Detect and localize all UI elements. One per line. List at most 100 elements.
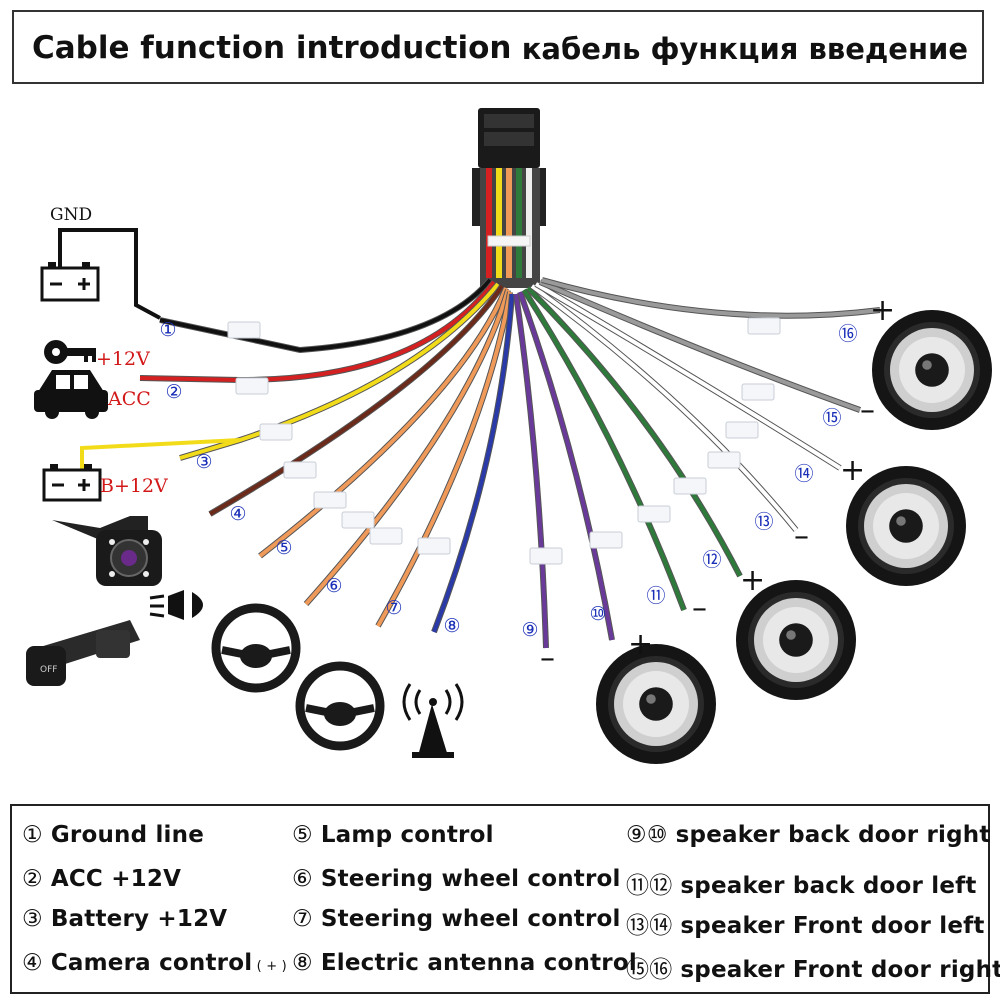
- wire-13: [530, 284, 798, 532]
- legend-item-col3-1: ⑨⑩ speaker back door right: [626, 822, 991, 848]
- car-icon: [34, 370, 108, 419]
- wire-number-16: ⑯: [838, 323, 857, 345]
- key-icon: [44, 340, 96, 364]
- camera-icon: [52, 516, 162, 586]
- wire-tag-10: [589, 531, 623, 549]
- speaker-icon-1: [872, 310, 992, 430]
- legend-text: speaker back door right: [675, 822, 991, 848]
- title-russian: кабель функция введение: [521, 32, 968, 66]
- speaker-icon-4: [596, 644, 716, 764]
- sign-plus-16: +: [870, 293, 895, 328]
- legend-item-col2-1: ⑤ Lamp control: [292, 822, 494, 848]
- legend-text: Ground line: [50, 822, 205, 848]
- sign-minus-9: –: [540, 641, 555, 676]
- wire-number-11: ⑪: [646, 585, 665, 607]
- title-english: Cable function introduction: [32, 30, 512, 66]
- acc-label: ACC: [107, 388, 151, 410]
- lamp-stalk-icon: OFF: [26, 620, 140, 686]
- wire-number-2: ②: [165, 381, 182, 403]
- steering-wheel-icon-2: [295, 661, 385, 751]
- wire-1: [159, 278, 492, 353]
- legend-number: ⑤: [292, 822, 313, 848]
- acc-voltage-label: +12V: [96, 348, 150, 370]
- steering-wheel-icon-1: [211, 603, 301, 693]
- legend-number: ⑬⑭: [626, 913, 673, 939]
- legend-text: Steering wheel control: [320, 866, 621, 892]
- antenna-icon: [402, 683, 464, 758]
- wire-number-15: ⑮: [822, 407, 841, 429]
- wire-number-10: ⑩: [589, 603, 606, 625]
- wire-10: [518, 291, 614, 641]
- wire-5: [258, 287, 508, 558]
- wire-tag-11: [637, 505, 671, 523]
- wire-9: [514, 293, 548, 649]
- wire-tag-7: [369, 527, 403, 545]
- wire-tag-3: [259, 423, 293, 441]
- legend-number: ②: [22, 866, 43, 892]
- speaker-icon-2: [846, 466, 966, 586]
- wire-2: [139, 280, 496, 383]
- battery-icon-bplus: [42, 464, 102, 502]
- wire-tag-12: [673, 477, 707, 495]
- legend-item-col3-3: ⑬⑭ speaker Front door left: [626, 906, 985, 940]
- legend-number: ①: [22, 822, 43, 848]
- headlight-icon: [149, 590, 203, 620]
- legend-number: ⑦: [292, 906, 313, 932]
- legend-item-col3-2: ⑪⑫ speaker back door left: [626, 866, 977, 900]
- wire-tag-4: [283, 461, 317, 479]
- wire-number-7: ⑦: [385, 597, 402, 619]
- sign-plus-14: +: [840, 453, 865, 488]
- legend-text: Camera control: [50, 950, 253, 976]
- wire-number-8: ⑧: [443, 615, 460, 637]
- wire-number-3: ③: [195, 451, 212, 473]
- wire-16: [541, 278, 881, 318]
- legend-item-col2-4: ⑧ Electric antenna control: [292, 950, 637, 976]
- legend-number: ③: [22, 906, 43, 932]
- legend-text: speaker back door left: [680, 873, 977, 899]
- sign-minus-11: –: [692, 591, 707, 626]
- legend-text: Lamp control: [320, 822, 494, 848]
- wires: [139, 277, 881, 649]
- wire-4: [208, 284, 504, 516]
- wire-number-12: ⑫: [702, 549, 721, 571]
- gnd-label: GND: [50, 205, 92, 225]
- legend-number: ⑮⑯: [626, 957, 673, 983]
- sign-minus-13: –: [794, 519, 809, 554]
- legend-number: ⑧: [292, 950, 313, 976]
- wire-number-5: ⑤: [275, 537, 292, 559]
- battery-label: B+12V: [100, 475, 168, 497]
- legend-number: ⑥: [292, 866, 313, 892]
- legend-number: ⑪⑫: [626, 873, 673, 899]
- wire-11: [522, 288, 686, 611]
- wire-tag-15: [741, 383, 775, 401]
- legend-text: Steering wheel control: [320, 906, 621, 932]
- header-box: Cable function introduction кабель функц…: [12, 10, 984, 84]
- legend-item-col1-3: ③ Battery +12V: [22, 906, 227, 932]
- sign-plus-12: +: [740, 563, 765, 598]
- wire-number-9: ⑨: [521, 619, 538, 641]
- wire-tag-2: [235, 377, 269, 395]
- legend-text: speaker Front door left: [680, 913, 985, 939]
- wire-tags: [227, 317, 781, 565]
- legend-suffix: ( + ): [252, 959, 287, 974]
- sign-plus-10: +: [628, 627, 653, 662]
- wire-tag-6: [341, 511, 375, 529]
- legend-number: ⑨⑩: [626, 822, 668, 848]
- wire-7: [376, 291, 512, 627]
- legend-text: Battery +12V: [50, 906, 228, 932]
- speakers: [596, 310, 992, 764]
- speaker-icon-3: [736, 580, 856, 700]
- wire-number-14: ⑭: [794, 463, 813, 485]
- wire-tag-1: [227, 321, 261, 339]
- wire-tag-13: [707, 451, 741, 469]
- wire-tag-9: [529, 547, 563, 565]
- wire-bundle: [480, 168, 540, 288]
- legend-text: Electric antenna control: [320, 950, 637, 976]
- wire-tag-5: [313, 491, 347, 509]
- wire-number-13: ⑬: [754, 511, 773, 533]
